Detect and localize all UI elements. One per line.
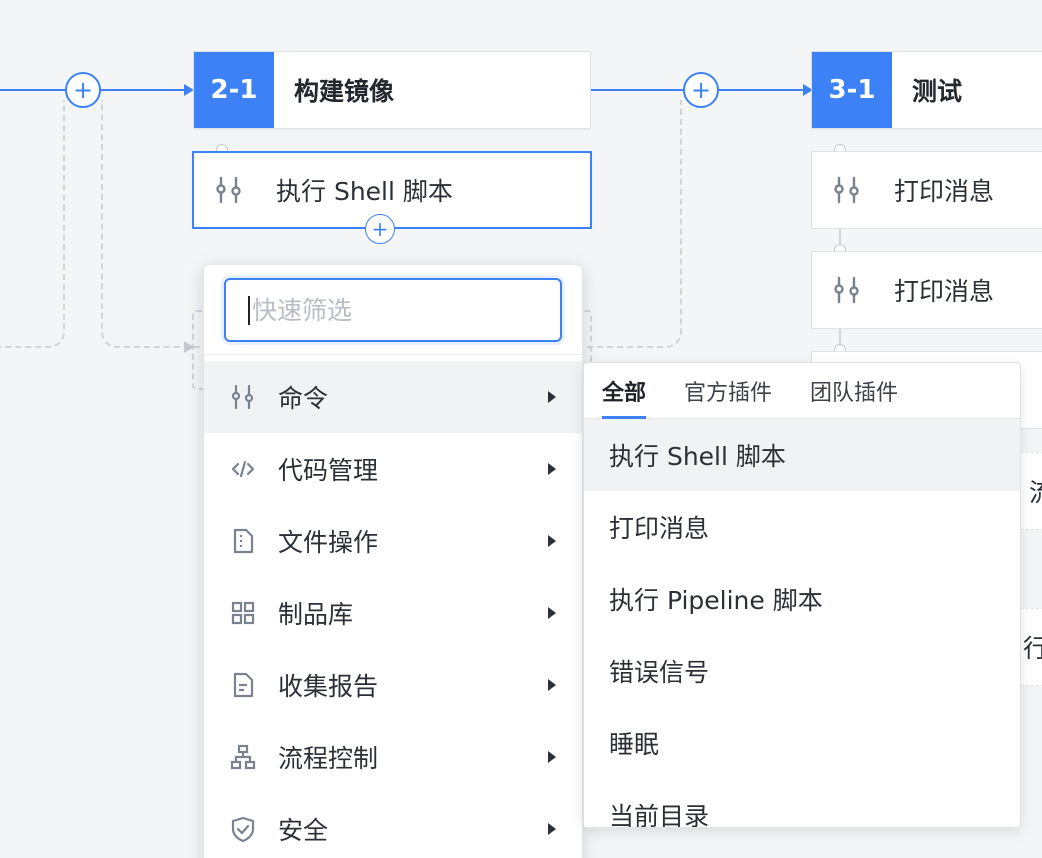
tab-team[interactable]: 团队插件 bbox=[810, 380, 899, 406]
flow-arrow-1 bbox=[184, 84, 194, 96]
caret-right-icon bbox=[548, 463, 556, 475]
category-label: 收集报告 bbox=[278, 672, 379, 701]
sliders-icon bbox=[834, 176, 859, 204]
caret-right-icon bbox=[548, 679, 556, 691]
step-connector-line bbox=[839, 329, 841, 351]
code-icon bbox=[231, 460, 255, 478]
stage-number: 3-1 bbox=[812, 52, 892, 128]
plugin-item-execute-pipeline[interactable]: 执行 Pipeline 脚本 bbox=[609, 586, 823, 615]
plugin-tabs: 全部 官方插件 团队插件 bbox=[584, 363, 1020, 419]
step-execute-shell[interactable]: 执行 Shell 脚本 bbox=[192, 151, 592, 229]
search-input[interactable] bbox=[248, 295, 569, 325]
step-label: 流 bbox=[1029, 478, 1042, 507]
category-file[interactable]: 文件操作 bbox=[204, 505, 582, 577]
branch-arrow bbox=[184, 341, 194, 353]
plugin-item-print-message[interactable]: 打印消息 bbox=[609, 514, 710, 543]
category-label: 流程控制 bbox=[278, 744, 379, 773]
category-flow-control[interactable]: 流程控制 bbox=[204, 721, 582, 793]
step-print-message-1[interactable]: 打印消息 bbox=[811, 151, 1042, 229]
step-print-message-2[interactable]: 打印消息 bbox=[811, 251, 1042, 329]
search-box[interactable] bbox=[224, 278, 569, 342]
stage-header-2-1[interactable]: 2-1 构建镜像 bbox=[193, 51, 591, 129]
plugin-submenu: 全部 官方插件 团队插件 执行 Shell 脚本 打印消息 执行 Pipelin… bbox=[583, 362, 1021, 828]
step-label: 行 bbox=[1023, 634, 1042, 663]
category-label: 命令 bbox=[278, 384, 329, 413]
flow-icon bbox=[230, 744, 256, 770]
sliders-icon bbox=[216, 176, 241, 204]
shield-icon bbox=[231, 816, 255, 842]
report-icon bbox=[233, 672, 254, 698]
branch-outline-mid bbox=[101, 100, 201, 348]
add-stage-button-2[interactable]: + bbox=[683, 72, 719, 108]
caret-right-icon bbox=[548, 751, 556, 763]
sliders-icon bbox=[834, 276, 859, 304]
stage-title: 测试 bbox=[912, 77, 963, 106]
add-step-button[interactable]: + bbox=[365, 214, 395, 244]
stage-header-3-1[interactable]: 3-1 测试 bbox=[811, 51, 1042, 129]
category-security[interactable]: 安全 bbox=[204, 793, 582, 858]
tab-official[interactable]: 官方插件 bbox=[684, 380, 773, 406]
step-label: 打印消息 bbox=[894, 177, 995, 206]
step-connector-line bbox=[839, 229, 841, 251]
category-command[interactable]: 命令 bbox=[204, 361, 582, 433]
plugin-item-execute-shell[interactable]: 执行 Shell 脚本 bbox=[584, 419, 1020, 491]
add-stage-button-1[interactable]: + bbox=[65, 72, 101, 108]
branch-outline-left bbox=[0, 100, 65, 348]
category-report[interactable]: 收集报告 bbox=[204, 649, 582, 721]
tab-all[interactable]: 全部 bbox=[602, 363, 647, 419]
flow-arrow-2 bbox=[803, 84, 813, 96]
category-artifact[interactable]: 制品库 bbox=[204, 577, 582, 649]
caret-right-icon bbox=[548, 607, 556, 619]
file-zip-icon bbox=[233, 528, 254, 554]
caret-right-icon bbox=[548, 535, 556, 547]
category-label: 文件操作 bbox=[278, 528, 379, 557]
category-label: 代码管理 bbox=[278, 456, 379, 485]
plugin-item-sleep[interactable]: 睡眠 bbox=[609, 730, 660, 759]
plugin-item-current-dir[interactable]: 当前目录 bbox=[609, 802, 710, 828]
category-label: 安全 bbox=[278, 816, 329, 845]
stage-title: 构建镜像 bbox=[294, 77, 395, 106]
category-label: 制品库 bbox=[278, 600, 354, 629]
grid-icon bbox=[231, 601, 255, 625]
category-code[interactable]: 代码管理 bbox=[204, 433, 582, 505]
branch-outline-right bbox=[580, 100, 682, 348]
caret-right-icon bbox=[548, 391, 556, 403]
add-step-menu: 命令 代码管理 文件操作 制品库 bbox=[203, 264, 583, 858]
plugin-item-error-signal[interactable]: 错误信号 bbox=[609, 658, 710, 687]
search-wrap bbox=[204, 265, 582, 355]
sliders-icon bbox=[231, 384, 254, 410]
step-label: 打印消息 bbox=[894, 277, 995, 306]
category-list: 命令 代码管理 文件操作 制品库 bbox=[204, 355, 582, 858]
stage-number: 2-1 bbox=[194, 52, 274, 128]
caret-right-icon bbox=[548, 823, 556, 835]
step-label: 执行 Shell 脚本 bbox=[276, 177, 453, 206]
